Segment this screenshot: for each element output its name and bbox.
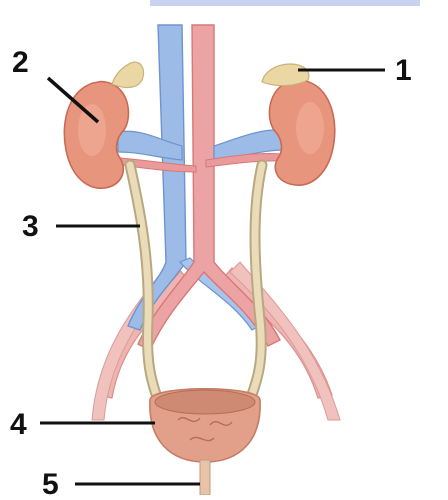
- label-3: 3: [22, 210, 39, 243]
- label-4: 4: [10, 408, 27, 441]
- label-2: 2: [12, 46, 29, 79]
- urethra: [200, 460, 210, 495]
- label-5: 5: [42, 468, 59, 495]
- right-adrenal-gland: [262, 64, 309, 86]
- bladder-opening: [155, 390, 255, 414]
- top-edge-band: [150, 0, 420, 6]
- left-kidney-highlight: [78, 104, 106, 156]
- label-1: 1: [395, 54, 412, 87]
- left-adrenal-gland: [112, 62, 144, 87]
- right-kidney-highlight: [296, 102, 324, 154]
